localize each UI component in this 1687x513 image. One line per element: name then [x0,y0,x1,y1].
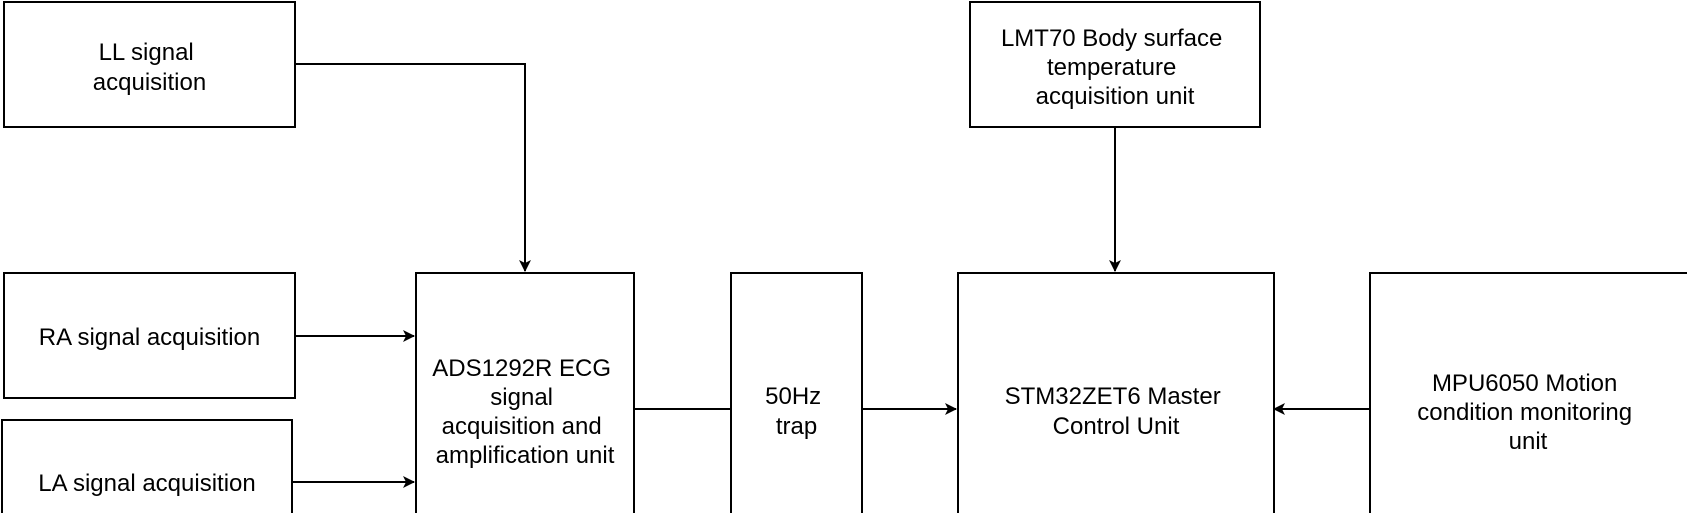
svg-text:LMT70 Body surface tempe: LMT70 Body surface temperature acquisiti… [1001,25,1229,110]
svg-text:RA signal acquisition: RA signal acquisition [39,324,260,351]
svg-text:LA signal acquisition: LA signal acquisition [38,470,255,497]
node-ll-signal-acquisition: LL signal acquisition [3,1,296,128]
node-mpu6050-motion-unit: MPU6050 Motion condition monitoring unit [1369,272,1687,513]
node-lmt70-temperature-unit: LMT70 Body surface temperature acquisiti… [969,1,1261,128]
svg-text:MPU6050 Motion condition: MPU6050 Motion condition monitoring unit [1417,370,1638,455]
edge-ll-to-ads [295,63,531,272]
svg-text:STM32ZET6 Master Control: STM32ZET6 Master Control Unit [1005,383,1228,440]
node-ads1292r-ecg-unit: ADS1292R ECG signal acquisition and ampl… [415,272,635,513]
svg-text:LL signal acquisition: LL signal acquisition [93,39,206,96]
node-ra-signal-acquisition: RA signal acquisition [3,272,296,399]
svg-text:ADS1292R ECG signal: ADS1292R ECG signal acquisition and ampl… [432,355,617,469]
node-stm32zet6-master-control-unit: STM32ZET6 Master Control Unit [957,272,1275,513]
svg-text:50Hz trap: 50Hz trap [765,383,828,440]
node-la-signal-acquisition: LA signal acquisition [1,419,293,513]
node-50hz-trap: 50Hz trap [730,272,863,513]
